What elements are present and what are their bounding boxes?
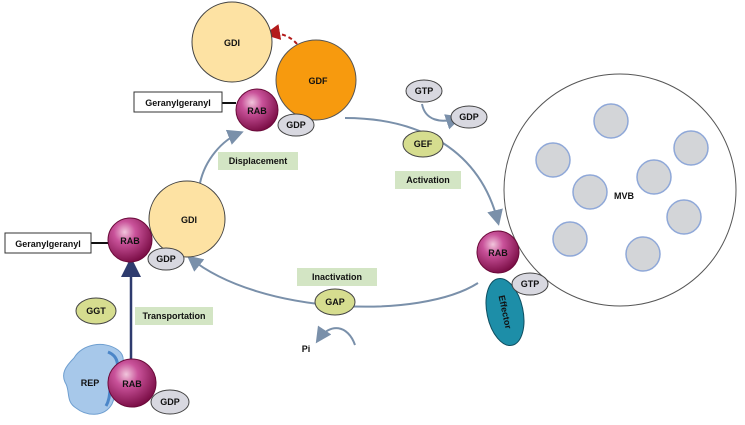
gdi-middle [148,180,226,258]
effector [485,278,525,346]
mvb-vesicle [593,103,629,139]
mvb-vesicle [636,159,672,195]
geranylgeranyl-box-top [133,91,223,113]
gtp-active [511,272,549,296]
rab-bottom [107,358,157,408]
gtp-active-label: GTP [521,279,540,289]
gdf-top-label: GDF [309,76,329,86]
stage-activation-label: Activation [406,175,450,185]
gdi-middle-label: GDI [181,215,197,225]
gdp-bottom [150,389,190,415]
stage-activation-box [395,171,461,189]
mvb-vesicle [535,142,571,178]
gdp-top-label: GDP [286,120,306,130]
ggt-label: GGT [86,306,106,316]
gdp-middle [147,247,185,271]
rep-label: REP [81,378,100,388]
gdi-top-label: GDI [224,38,240,48]
mvb-vesicle [666,199,702,235]
gtp-top-label: GTP [415,86,434,96]
gef-label: GEF [414,139,433,149]
mvb-vesicle [552,221,588,257]
mvb-vesicle [625,236,661,272]
pi-label: Pi [302,344,311,354]
gdp-middle-label: GDP [156,254,176,264]
mvb-vesicle [673,130,709,166]
rab-bottom-label: RAB [122,379,142,389]
stage-displacement-box [218,152,298,170]
stage-inactivation-label: Inactivation [312,272,362,282]
gap-label: GAP [325,297,345,307]
gtp-top [405,79,443,103]
rab-active [476,230,520,274]
gef-enzyme [402,130,444,158]
stage-displacement-label: Displacement [229,156,288,166]
pi-arrow [315,325,356,346]
rab-top [235,88,279,132]
stage-transportation-box [135,307,213,325]
gdf-top [275,39,357,121]
mvb-label: MVB [614,191,635,201]
gdp-top [277,113,315,137]
rab-middle-label: RAB [120,236,140,246]
geranylgeranyl-box-middle [4,232,92,254]
geranylgeranyl-top-label: Geranylgeranyl [145,98,211,108]
rab-middle [107,217,153,263]
gap-enzyme [314,288,356,316]
ggt-enzyme [75,297,117,325]
rab-top-label: RAB [247,106,267,116]
stage-inactivation-box [297,268,377,286]
gdp-activation-label: GDP [459,112,479,122]
stage-transportation-label: Transportation [142,311,205,321]
mvb-vesicle [572,174,608,210]
gdi-top [191,1,273,83]
cycle-arrow-left [199,129,244,184]
rab-active-label: RAB [488,248,508,258]
gdp-activation [450,105,488,129]
gdp-bottom-label: GDP [160,397,180,407]
geranylgeranyl-middle-label: Geranylgeranyl [15,239,81,249]
